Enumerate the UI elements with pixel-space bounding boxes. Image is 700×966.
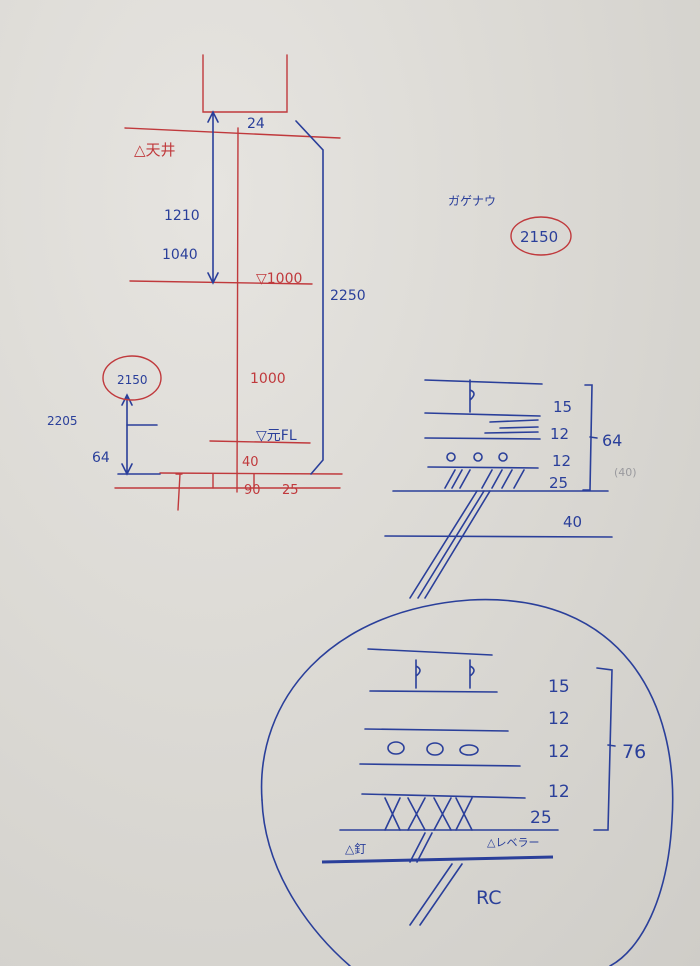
upper-total-64: 64 bbox=[602, 431, 622, 450]
upper-layer-15: 15 bbox=[553, 398, 572, 416]
upper-note-40: (40) bbox=[614, 466, 637, 479]
upper-layer-12a: 12 bbox=[550, 425, 569, 443]
lower-layer-12c: 12 bbox=[548, 782, 570, 802]
lower-layer-15: 15 bbox=[548, 677, 570, 697]
circled-2150-right: 2150 bbox=[520, 228, 558, 246]
dimension-1210: 1210 bbox=[164, 208, 200, 224]
dimension-2205: 2205 bbox=[47, 414, 78, 428]
dimension-2250: 2250 bbox=[330, 288, 366, 304]
nail-label: △釘 bbox=[345, 841, 366, 856]
lower-total-76: 76 bbox=[622, 741, 646, 763]
leveler-label: △レベラー bbox=[487, 836, 539, 849]
circled-2150-left: 2150 bbox=[117, 373, 148, 387]
upper-layer-12b: 12 bbox=[552, 452, 571, 470]
top-dimension: 24 bbox=[247, 116, 265, 132]
dimension-40: 40 bbox=[242, 455, 259, 470]
lower-layer-25: 25 bbox=[530, 808, 552, 828]
lower-layer-12b: 12 bbox=[548, 742, 570, 762]
dimension-64: 64 bbox=[92, 450, 110, 466]
rc-label: RC bbox=[476, 887, 502, 909]
lower-layer-12a: 12 bbox=[548, 709, 570, 729]
dimension-90: 90 bbox=[244, 483, 261, 498]
lower-layer-detail bbox=[260, 598, 674, 966]
level-1000-label: ▽1000 bbox=[256, 271, 302, 287]
floor-level-label: ▽元FL bbox=[256, 428, 297, 444]
left-section-drawing bbox=[102, 54, 343, 511]
upper-layer-detail bbox=[384, 379, 613, 599]
dimension-1000: 1000 bbox=[250, 371, 286, 387]
dimension-1040: 1040 bbox=[162, 247, 198, 263]
ceiling-label: △天井 bbox=[134, 141, 176, 159]
gaggenau-label: ガゲナウ bbox=[448, 194, 496, 208]
dimension-25: 25 bbox=[282, 483, 299, 498]
upper-layer-25: 25 bbox=[549, 474, 568, 492]
upper-base-40: 40 bbox=[563, 513, 582, 531]
